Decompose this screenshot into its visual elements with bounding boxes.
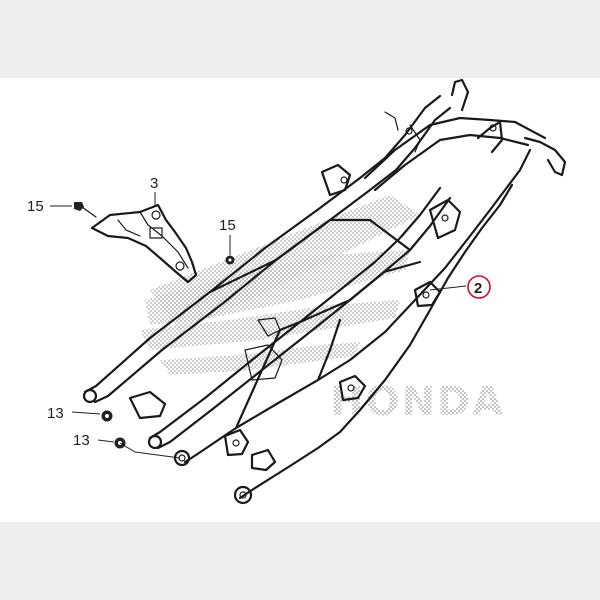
callout-13-upper: 13 — [47, 405, 64, 422]
top-margin-band — [0, 0, 600, 78]
nut-part-13-upper — [101, 410, 113, 422]
honda-wordmark-watermark: HONDA — [330, 379, 505, 425]
callout-2: 2 — [474, 280, 482, 297]
honda-wing-watermark — [140, 195, 420, 375]
rear-frame-part-2 — [82, 78, 567, 505]
bracket-part-3 — [90, 203, 198, 284]
callout-15-middle: 15 — [219, 217, 236, 234]
callout-13-lower: 13 — [73, 432, 90, 449]
callout-15-upper: 15 — [27, 198, 44, 215]
leader-lines — [50, 192, 467, 459]
nut-part-15-middle — [225, 255, 235, 265]
bottom-margin-band — [0, 522, 600, 600]
callout-2-highlight-ring — [467, 275, 491, 299]
callout-labels: 15 3 15 2 13 13 — [27, 175, 491, 449]
honda-wordmark: HONDA — [330, 379, 505, 425]
callout-3: 3 — [150, 175, 158, 192]
bolt-part-15-upper — [74, 202, 97, 218]
